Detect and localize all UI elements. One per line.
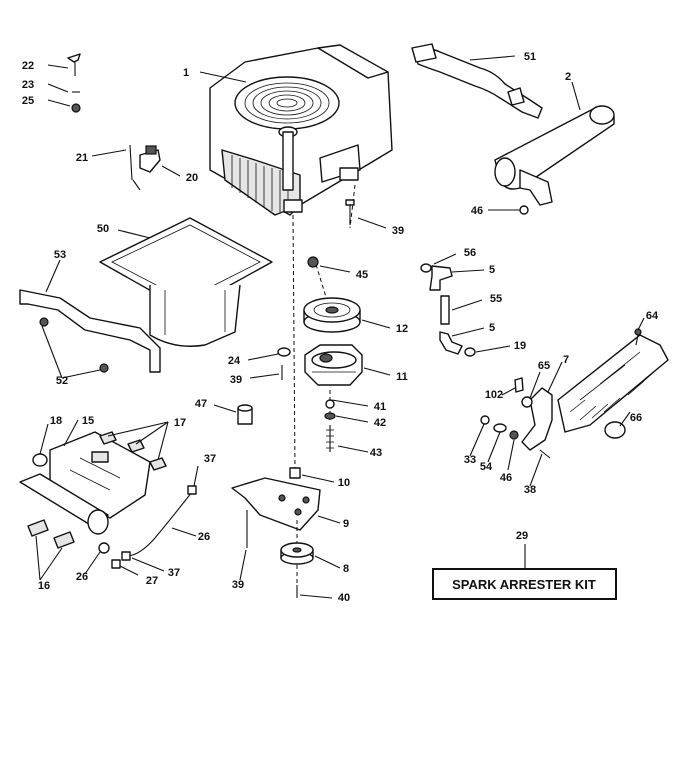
bolt-43: [326, 425, 334, 452]
callout-22: 22: [22, 60, 34, 72]
callout-21: 21: [76, 152, 88, 164]
callout-12: 12: [396, 323, 408, 335]
idler-pulley-part: [280, 542, 314, 565]
callout-56: 56: [464, 247, 476, 259]
callout-20: 20: [186, 172, 198, 184]
callout-55: 55: [490, 293, 502, 305]
callout-11: 11: [396, 371, 408, 383]
control-bracket-part: [129, 144, 161, 191]
mount-plate-part: [231, 477, 321, 531]
callout-39: 39: [392, 225, 404, 237]
bracket-7-part: [521, 387, 553, 451]
callout-37b: 37: [168, 567, 180, 579]
callout-65: 65: [538, 360, 550, 372]
exhaust-pipe-part: [411, 43, 543, 119]
callout-5b: 5: [489, 322, 495, 334]
hardware-33-54-46: [480, 415, 551, 459]
bolt-39-upper: [345, 199, 355, 225]
callout-47: 47: [195, 398, 207, 410]
callout-37: 37: [204, 453, 216, 465]
callout-41: 41: [374, 401, 386, 413]
callout-25: 25: [22, 95, 34, 107]
base-pan-part: [99, 217, 273, 347]
callout-labels: 1 2 51 46 22 23 25 21 20 39 50 53 45 56 …: [22, 51, 659, 604]
callout-5a: 5: [489, 264, 495, 276]
hardware-22-23-25: [67, 53, 81, 113]
callout-46: 46: [471, 205, 483, 217]
spacer-47: [237, 404, 253, 425]
muffler-part: [494, 105, 615, 206]
callout-26: 26: [76, 571, 88, 583]
callout-33: 33: [464, 454, 476, 466]
callout-9: 9: [343, 518, 349, 530]
callout-8: 8: [343, 563, 349, 575]
mount-bracket-part: [19, 289, 161, 373]
callout-15: 15: [82, 415, 94, 427]
electric-clutch-part: [304, 344, 363, 386]
callout-7: 7: [563, 354, 569, 366]
spark-arrester-kit-box: [432, 568, 617, 600]
pulley-part: [303, 297, 361, 333]
callout-10: 10: [338, 477, 350, 489]
callout-19: 19: [514, 340, 526, 352]
callout-2: 2: [565, 71, 571, 83]
callout-17: 17: [174, 417, 186, 429]
spark-arrester-kit-label: SPARK ARRESTER KIT: [452, 577, 596, 592]
callout-1: 1: [183, 67, 189, 79]
callout-43: 43: [370, 447, 382, 459]
callout-23: 23: [22, 79, 34, 91]
callout-50: 50: [97, 223, 109, 235]
callout-29: 29: [516, 530, 528, 542]
callout-16: 16: [38, 580, 50, 592]
callout-53: 53: [54, 249, 66, 261]
callout-102: 102: [485, 389, 503, 401]
callout-28: 26: [198, 531, 210, 543]
callout-38: 38: [524, 484, 536, 496]
callout-54: 54: [480, 461, 493, 473]
callout-46b: 46: [500, 472, 512, 484]
callout-24: 24: [228, 355, 241, 367]
pads-16: [27, 519, 75, 549]
callout-42: 42: [374, 417, 386, 429]
callout-39b: 39: [230, 374, 242, 386]
screen-66-part: [557, 334, 669, 439]
callout-40: 40: [338, 592, 350, 604]
callout-45: 45: [356, 269, 368, 281]
callout-51: 51: [524, 51, 536, 63]
callout-64: 64: [646, 310, 659, 322]
seat-base-part: [19, 431, 151, 535]
callout-52: 52: [56, 375, 68, 387]
engine-part: [209, 44, 393, 216]
callout-27: 27: [146, 575, 158, 587]
fuel-fittings: [420, 263, 476, 357]
wire-harness-part: [121, 485, 197, 561]
callout-18: 18: [50, 415, 62, 427]
callout-39c: 39: [232, 579, 244, 591]
callout-66: 66: [630, 412, 642, 424]
